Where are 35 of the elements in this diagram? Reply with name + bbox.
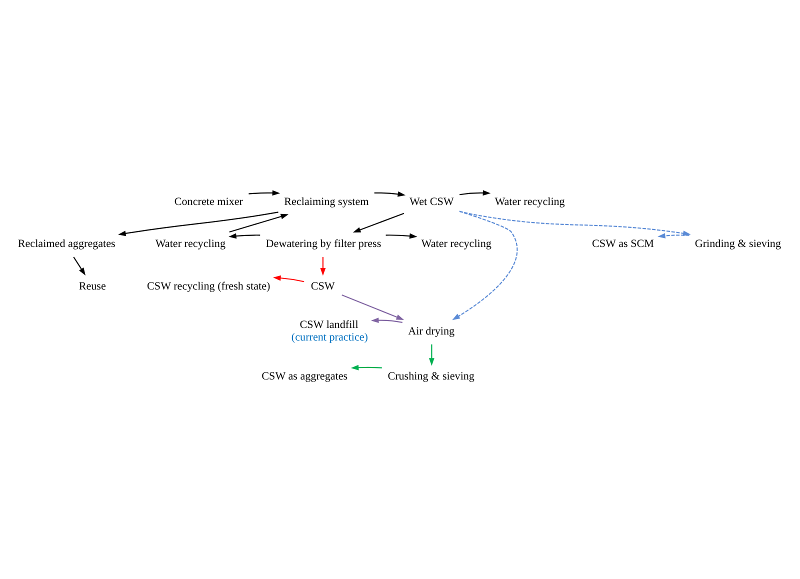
arrow xyxy=(452,210,518,320)
node-text: CSW as SCM xyxy=(592,238,654,250)
arrow xyxy=(352,212,404,233)
node-text: Grinding & sieving xyxy=(694,238,782,250)
arrow xyxy=(374,191,406,197)
node-text: CSW as aggregates xyxy=(262,370,348,382)
arrow xyxy=(248,190,280,196)
arrow xyxy=(370,318,402,324)
node-text: CSW xyxy=(310,280,335,292)
node-text: Reclaiming system xyxy=(284,196,369,208)
arrow xyxy=(229,214,289,233)
node-text: Dewatering by filter press xyxy=(266,238,382,250)
node-text: Crushing & sieving xyxy=(388,370,474,382)
arrow xyxy=(73,256,86,276)
arrow xyxy=(228,233,260,239)
node-text: Wet CSW xyxy=(410,196,454,208)
node-text: Air drying xyxy=(408,325,455,338)
arrow xyxy=(428,344,434,366)
arrow xyxy=(658,233,690,238)
node-text: Water recycling xyxy=(494,196,565,208)
node-text: CSW landfill (current practice) xyxy=(291,319,368,344)
node-text: Water recycling xyxy=(155,238,226,250)
node-text: Water recycling xyxy=(421,238,492,250)
arrow xyxy=(386,233,418,239)
arrow xyxy=(118,212,278,236)
arrow xyxy=(273,275,304,282)
node-text: Reclaimed aggregates xyxy=(18,238,116,250)
arrow xyxy=(350,364,382,370)
arrow xyxy=(459,210,691,236)
node-text: Reuse xyxy=(78,280,106,292)
arrow xyxy=(459,190,491,196)
node-text: Concrete mixer xyxy=(174,196,244,208)
arrow xyxy=(320,257,326,276)
node-text: CSW recycling (fresh state) xyxy=(147,280,270,292)
arrow xyxy=(342,294,404,320)
